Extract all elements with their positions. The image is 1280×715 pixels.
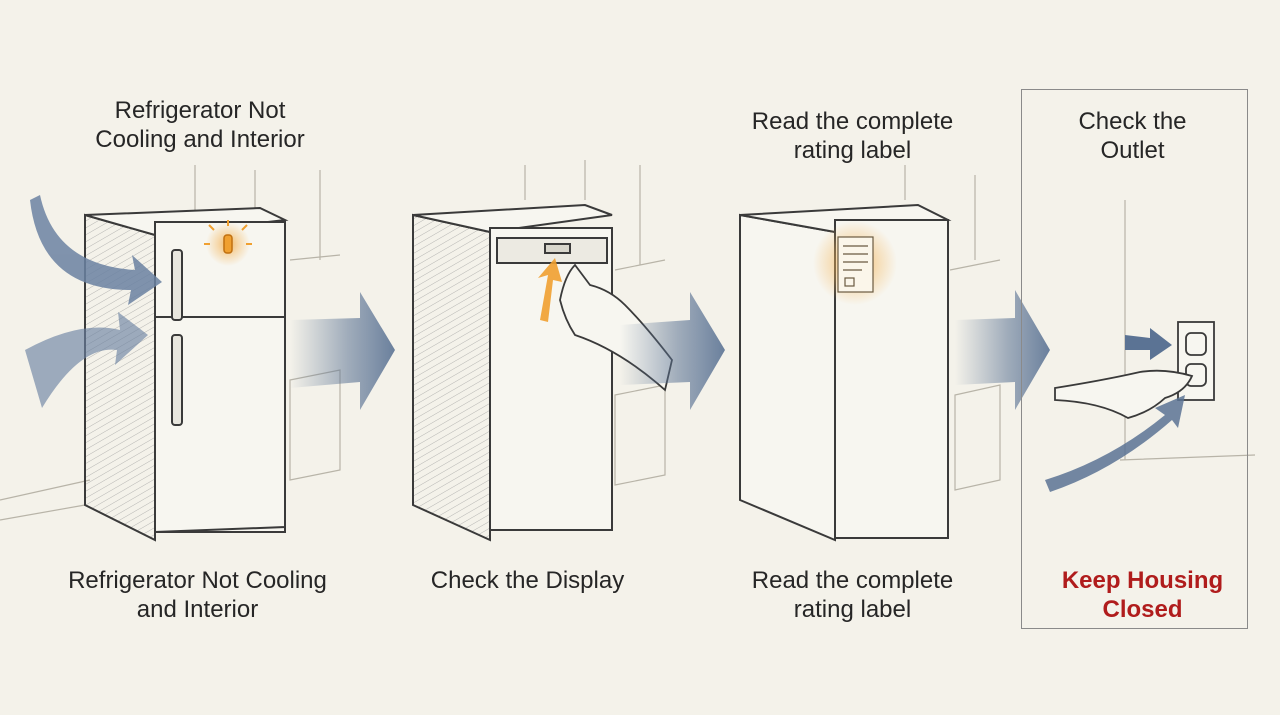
flow-arrow-icon [1125,328,1172,360]
step-4-top-caption: Check the Outlet [1078,108,1187,164]
up-arrow-icon [538,258,562,322]
outlet-icon [1177,321,1215,401]
flow-arrow-icon [620,292,725,410]
flow-arrow-icon [290,292,395,410]
hand-icon [1054,369,1194,419]
step-2-bottom-caption: Check the Display [430,567,625,594]
step-3-top-caption: Read the complete rating label [751,108,954,164]
flow-arrow-icon [1045,395,1185,492]
step-3-bottom-caption: Read the complete rating label [751,567,954,623]
refrigerator-icon [84,206,289,542]
flow-arrow-icon [25,195,162,408]
step-1-top-caption: Refrigerator Not Cooling and Interior [95,97,305,153]
refrigerator-icon [412,203,613,542]
flow-arrow-icon [955,290,1050,410]
step-1-bottom-caption: Refrigerator Not Cooling and Interior [68,567,327,623]
rating-label-icon [837,236,874,293]
warning-panel-frame [1021,89,1248,629]
step-4-warning-caption: Keep Housing Closed [1061,567,1224,623]
kitchen-background [0,160,1256,521]
